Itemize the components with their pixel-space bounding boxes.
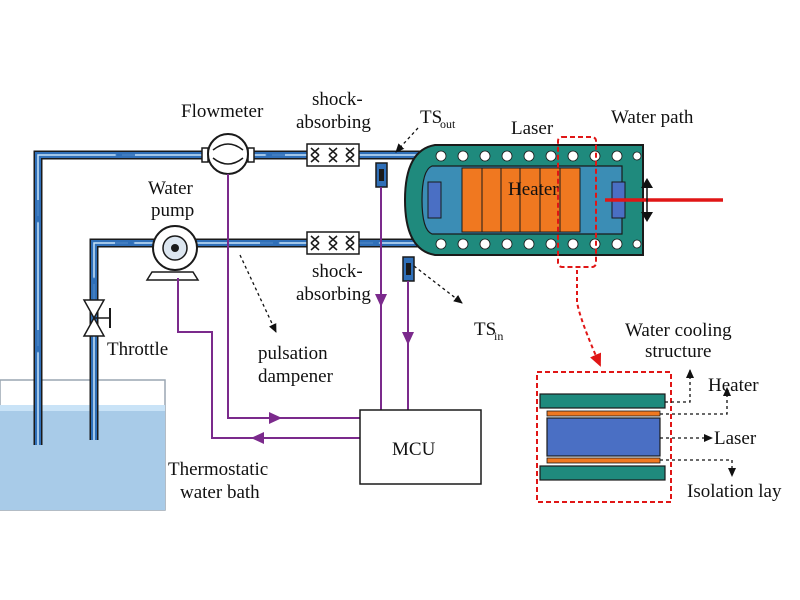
signal-lines	[177, 174, 414, 444]
ts-in-sensor	[402, 256, 415, 282]
label-bath-line2: water bath	[180, 482, 260, 503]
label-cooling-line1: Water cooling	[625, 320, 732, 341]
flowmeter-icon	[201, 133, 255, 175]
label-cooling-line2: structure	[645, 341, 711, 362]
mcu-box	[359, 409, 482, 485]
throttle-valve-icon	[82, 299, 111, 337]
detail-callout-box	[557, 136, 597, 268]
label-pulsation-line2: dampener	[258, 366, 334, 387]
label-ts-out-sub: out	[440, 117, 456, 131]
laser-head-housing	[403, 144, 644, 256]
label-water-path: Water path	[611, 107, 694, 128]
label-pulsation-line1: pulsation	[258, 343, 328, 364]
label-detail-isolation: Isolation lay	[687, 481, 782, 502]
detail-callout-arrow	[576, 270, 602, 367]
detail-inset	[536, 371, 672, 503]
label-ts-in: TS	[474, 319, 496, 340]
label-flowmeter: Flowmeter	[181, 101, 264, 122]
shock-absorber-top	[306, 143, 360, 167]
label-shock-top-line2: absorbing	[296, 112, 371, 133]
flow-arrows	[35, 152, 380, 353]
ts-out-sensor	[375, 162, 388, 188]
water-bath	[0, 379, 166, 511]
label-throttle: Throttle	[107, 339, 168, 360]
leader-lines	[239, 127, 736, 477]
label-shock-top-line1: shock-	[312, 89, 363, 110]
label-water-pump-line2: pump	[151, 200, 194, 221]
label-detail-heater: Heater	[708, 375, 759, 396]
label-mcu: MCU	[392, 439, 436, 460]
label-ts-in-sub: in	[494, 329, 503, 343]
double-arrow-icon	[641, 178, 653, 222]
label-ts-out: TS	[420, 107, 442, 128]
label-laser: Laser	[511, 118, 554, 139]
label-shock-bottom-line1: shock-	[312, 261, 363, 282]
label-detail-laser: Laser	[714, 428, 757, 449]
label-heater: Heater	[508, 179, 559, 200]
label-shock-bottom-line2: absorbing	[296, 284, 371, 305]
label-bath-line1: Thermostatic	[168, 459, 268, 480]
label-water-pump-line1: Water	[148, 178, 194, 199]
shock-absorber-bottom	[306, 231, 360, 255]
water-pump-icon	[145, 225, 200, 281]
